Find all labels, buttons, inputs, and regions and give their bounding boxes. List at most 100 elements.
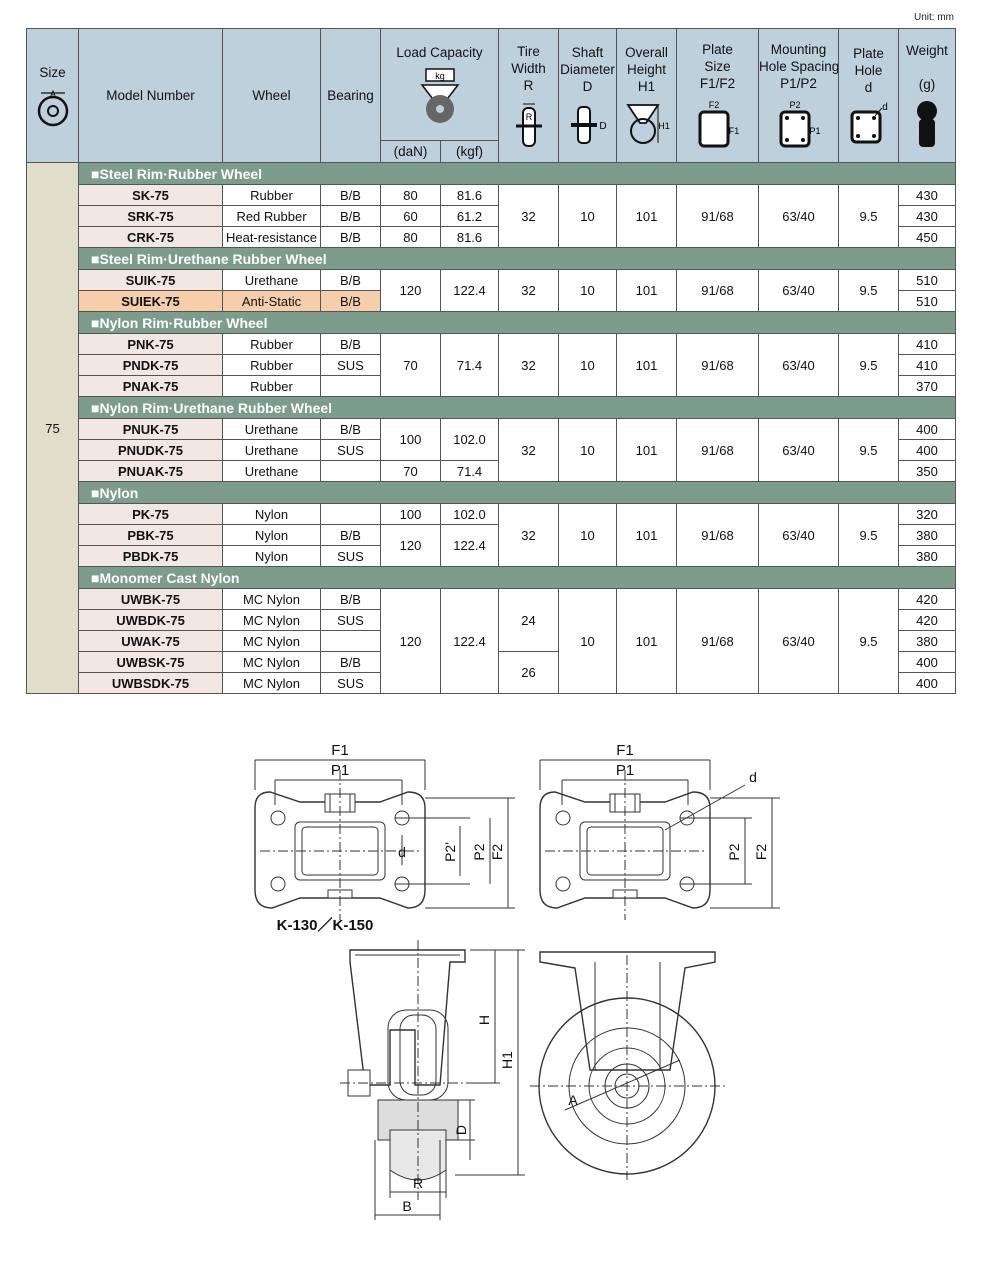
label-b: B	[402, 1198, 411, 1214]
table-row: SUIK-75 Urethane B/B 120 122.4 32 10 101…	[27, 269, 956, 312]
tire-width: 26	[498, 651, 559, 694]
load-kgf: 122.4	[440, 588, 499, 694]
load-kgf: 122.4	[440, 524, 499, 567]
label-f1-left: F1	[331, 742, 349, 759]
section-title: ■Nylon Rim·Rubber Wheel	[78, 311, 956, 334]
wheel-type: Red Rubber	[222, 205, 321, 227]
bearing-type	[320, 375, 381, 397]
load-kgf: 61.2	[440, 205, 499, 227]
bearing-type: SUS	[320, 609, 381, 631]
label-a: A	[568, 1092, 578, 1108]
label-p1-left: P1	[331, 762, 349, 779]
weight: 400	[898, 439, 956, 461]
load-dan: 100	[380, 503, 441, 525]
caster-side-view-left	[340, 940, 525, 1220]
header-load-capacity: Load Capacity kg	[380, 28, 499, 141]
tire-width: 32	[498, 503, 559, 567]
label-variant-note: K-130／K-150	[277, 916, 374, 934]
plate-hole: 9.5	[838, 269, 899, 312]
model-number: PBDK-75	[78, 545, 223, 567]
section-title: ■Steel Rim·Rubber Wheel	[78, 162, 956, 185]
table-row: UWBSDK-75 MC Nylon SUS 400	[27, 672, 956, 694]
wheel-type: Urethane	[222, 418, 321, 440]
tire-width: 32	[498, 184, 559, 248]
svg-text:d: d	[882, 102, 888, 113]
header-load-dan: (daN)	[380, 140, 441, 163]
weight: 370	[898, 375, 956, 397]
bearing-type: B/B	[320, 205, 381, 227]
overall-height-icon: H1	[625, 104, 669, 144]
table-row-highlighted: SUIEK-75 Anti-Static B/B 510	[27, 290, 956, 312]
table-row: PNAK-75 Rubber 370	[27, 375, 956, 397]
plate-size: 91/68	[676, 184, 759, 248]
table-row: PNUAK-75 Urethane 70 71.4 350	[27, 460, 956, 482]
shaft-diameter: 10	[558, 333, 617, 397]
weight: 510	[898, 269, 956, 291]
header-wheel: Wheel	[222, 28, 321, 163]
weight: 510	[898, 290, 956, 312]
wheel-size-icon: A	[37, 89, 68, 127]
bearing-type: B/B	[320, 269, 381, 291]
plate-size: 91/68	[676, 269, 759, 312]
weight-icon	[917, 101, 937, 147]
weight: 400	[898, 651, 956, 673]
model-number: SUIEK-75	[78, 290, 223, 312]
wheel-type: Rubber	[222, 354, 321, 376]
wheel-type: Nylon	[222, 524, 321, 546]
label-shaft-d: D	[453, 1125, 469, 1135]
label-r: R	[413, 1175, 423, 1191]
plate-hole: 9.5	[838, 503, 899, 567]
svg-text:A: A	[49, 89, 55, 99]
load-dan: 70	[380, 460, 441, 482]
shaft-diameter-icon: D	[570, 106, 606, 144]
model-number: PNK-75	[78, 333, 223, 355]
plate-top-view-left	[254, 759, 515, 920]
wheel-type: Rubber	[222, 333, 321, 355]
bearing-type: B/B	[320, 333, 381, 355]
weight: 450	[898, 226, 956, 248]
weight: 320	[898, 503, 956, 525]
section-title: ■Monomer Cast Nylon	[78, 566, 956, 589]
weight: 410	[898, 333, 956, 355]
model-number: UWBSK-75	[78, 651, 223, 673]
section-title: ■Steel Rim·Urethane Rubber Wheel	[78, 247, 956, 270]
load-dan: 60	[380, 205, 441, 227]
plate-size: 91/68	[676, 588, 759, 694]
label-f1-right: F1	[616, 742, 634, 759]
overall-height: 101	[616, 588, 677, 694]
overall-height: 101	[616, 269, 677, 312]
plate-size: 91/68	[676, 333, 759, 397]
table-row: PBK-75 Nylon B/B 120 122.4 380	[27, 524, 956, 567]
load-kgf: 71.4	[440, 460, 499, 482]
overall-height: 101	[616, 333, 677, 397]
mounting-hole-spacing: 63/40	[758, 184, 839, 248]
label-h1: H1	[499, 1051, 515, 1069]
weight: 380	[898, 524, 956, 546]
mounting-hole-spacing: 63/40	[758, 418, 839, 482]
weight: 430	[898, 184, 956, 206]
mounting-hole-spacing: 63/40	[758, 588, 839, 694]
table-row: PNK-75 Rubber B/B 70 71.4 32 10 101 91/6…	[27, 333, 956, 397]
model-number: PNAK-75	[78, 375, 223, 397]
plate-hole: 9.5	[838, 333, 899, 397]
table-row: SK-75 Rubber B/B 80 81.6 32 10 101 91/68…	[27, 184, 956, 248]
weight: 430	[898, 205, 956, 227]
bearing-type: SUS	[320, 439, 381, 461]
caster-load-icon: kg	[419, 68, 460, 123]
table-row: PBDK-75 Nylon SUS 380	[27, 545, 956, 567]
load-kgf: 102.0	[440, 418, 499, 461]
load-kgf: 102.0	[440, 503, 499, 525]
plate-size-icon: F2 F1	[698, 100, 739, 148]
tire-width: 32	[498, 269, 559, 312]
plate-top-view-right	[539, 759, 780, 920]
load-kgf: 81.6	[440, 184, 499, 206]
header-load-kgf: (kgf)	[440, 140, 499, 163]
svg-text:P2: P2	[789, 100, 800, 110]
plate-hole: 9.5	[838, 588, 899, 694]
mounting-hole-spacing: 63/40	[758, 503, 839, 567]
bearing-type: B/B	[320, 588, 381, 610]
model-number: SK-75	[78, 184, 223, 206]
tire-width: 32	[498, 333, 559, 397]
